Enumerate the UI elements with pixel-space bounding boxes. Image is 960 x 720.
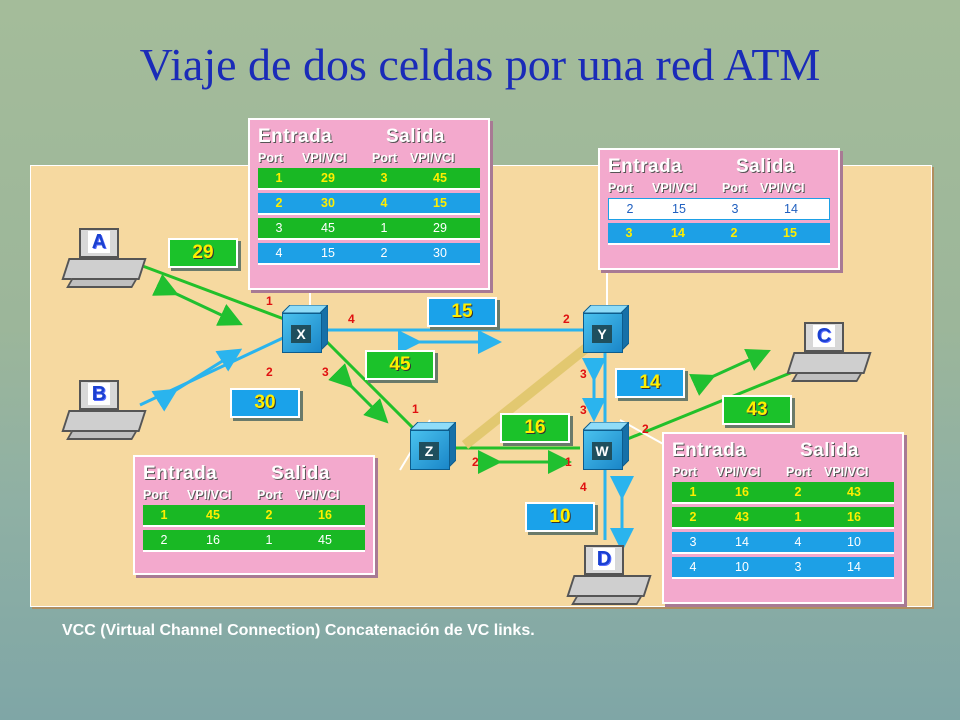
subheader-vpivci: VPI/VCI [824,465,869,479]
subheader-vpivci: VPI/VCI [295,488,340,502]
badge-29: 29 [168,238,238,268]
subheader-port: Port [608,181,633,195]
arrow-b-x [151,348,243,412]
computer-b-label: B [88,383,110,405]
port-x4: 4 [348,312,355,326]
switch-w: W [583,422,629,470]
port-w3: 3 [580,403,587,417]
header-salida: Salida [271,463,330,484]
computer-a: A [61,228,155,298]
header-entrada: Entrada [608,156,683,177]
subheader-vpivci: VPI/VCI [716,465,761,479]
subheader-port: Port [143,488,168,502]
computer-c-label: C [813,325,835,347]
header-salida: Salida [736,156,795,177]
badge-43: 43 [722,395,792,425]
page-title: Viaje de dos celdas por una red ATM [139,39,821,90]
port-w1: 1 [565,455,572,469]
switch-x: X [282,305,328,353]
badge-10: 10 [525,502,595,532]
computer-a-label: A [88,231,110,253]
port-w2: 2 [642,422,649,436]
port-z2: 2 [472,455,479,469]
badge-30: 30 [230,388,300,418]
port-y3: 3 [580,367,587,381]
header-entrada: Entrada [258,126,333,147]
switch-y-label: Y [592,325,612,343]
subheader-vpivci: VPI/VCI [652,181,697,195]
subheader-vpivci: VPI/VCI [302,151,347,165]
subheader-vpivci: VPI/VCI [187,488,232,502]
port-x1: 1 [266,294,273,308]
subheader-port: Port [672,465,697,479]
subheader-vpivci: VPI/VCI [760,181,805,195]
link-z-y-inactive [461,341,594,449]
header-entrada: Entrada [672,440,747,461]
port-y2: 2 [563,312,570,326]
badge-45: 45 [365,350,435,380]
arrow-a-x [152,274,243,326]
port-z1: 1 [412,402,419,416]
badge-16: 16 [500,413,570,443]
computer-c: C [786,322,880,392]
port-x3: 3 [322,365,329,379]
port-x2: 2 [266,365,273,379]
arrow-w-c [689,349,771,396]
caption: VCC (Virtual Channel Connection) Concate… [62,622,535,639]
header-salida: Salida [386,126,445,147]
switch-z-label: Z [419,442,439,460]
computer-b: B [61,380,155,450]
header-salida: Salida [800,440,859,461]
badge-15: 15 [427,297,497,327]
switch-x-label: X [291,325,311,343]
subheader-vpivci: VPI/VCI [410,151,455,165]
switch-z: Z [410,422,456,470]
subheader-port: Port [372,151,397,165]
switch-y: Y [583,305,629,353]
subheader-port: Port [786,465,811,479]
port-w4: 4 [580,480,587,494]
link-w-c [624,363,811,442]
switch-w-label: W [592,442,612,460]
badge-14: 14 [615,368,685,398]
header-entrada: Entrada [143,463,218,484]
subheader-port: Port [722,181,747,195]
computer-d-label: D [593,548,615,570]
arrow-x-z [328,363,389,424]
subheader-port: Port [258,151,283,165]
subheader-port: Port [257,488,282,502]
computer-d: D [566,545,660,615]
